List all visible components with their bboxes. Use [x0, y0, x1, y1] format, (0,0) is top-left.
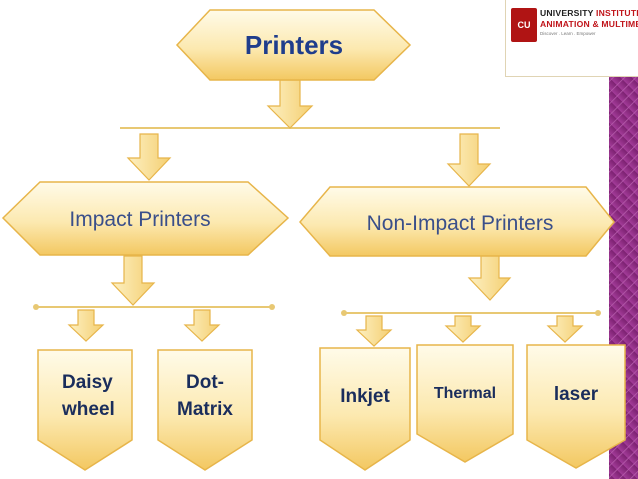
arrow-to-thermal — [444, 315, 482, 343]
daisy-line1: Daisy — [62, 372, 113, 393]
rule-left-dot-a — [33, 304, 39, 310]
institute-logo: CU UNIVERSITY INSTITUTE OF ANIMATION & M… — [505, 0, 638, 77]
node-impact-printers — [1, 181, 290, 256]
rule-right-dot-b — [595, 310, 601, 316]
node-printers-label: Printers — [245, 30, 343, 60]
rule-left-dot-b — [269, 304, 275, 310]
arrow-impact-down — [110, 255, 156, 306]
logo-seal-icon: CU — [511, 8, 537, 42]
node-daisy-wheel — [37, 349, 133, 471]
arrow-to-daisy — [67, 309, 105, 342]
node-dot-matrix — [157, 349, 253, 471]
rule-right-dot-a — [341, 310, 347, 316]
node-inkjet — [319, 347, 411, 471]
thermal-label: Thermal — [434, 385, 496, 402]
node-nonimpact-printers — [299, 186, 615, 257]
arrow-to-dotmatrix — [183, 309, 221, 342]
node-laser — [526, 344, 626, 469]
logo-line2: ANIMATION & MULTIMEDIA — [540, 19, 638, 29]
laser-label: laser — [554, 384, 599, 405]
arrow-to-laser — [546, 315, 584, 343]
logo-line1-a: UNIVERSITY — [540, 8, 597, 18]
arrow-root-down — [266, 79, 314, 129]
arrow-to-impact — [126, 133, 172, 181]
dot-line2: Matrix — [177, 399, 233, 420]
logo-line1: UNIVERSITY INSTITUTE OF — [540, 8, 638, 18]
node-nonimpact-label: Non-Impact Printers — [367, 212, 554, 235]
arrow-nonimpact-down — [467, 254, 512, 301]
dot-line1: Dot- — [186, 372, 224, 393]
arrow-to-nonimpact — [446, 133, 492, 187]
arrow-to-inkjet — [355, 315, 393, 347]
node-thermal — [416, 344, 514, 463]
daisy-line2: wheel — [61, 399, 115, 420]
inkjet-label: Inkjet — [340, 386, 390, 407]
logo-tagline: Discover . Learn . Empower — [540, 31, 596, 36]
node-printers — [175, 9, 412, 81]
node-impact-label: Impact Printers — [69, 208, 210, 231]
logo-line1-b: INSTITUTE OF — [596, 8, 638, 18]
